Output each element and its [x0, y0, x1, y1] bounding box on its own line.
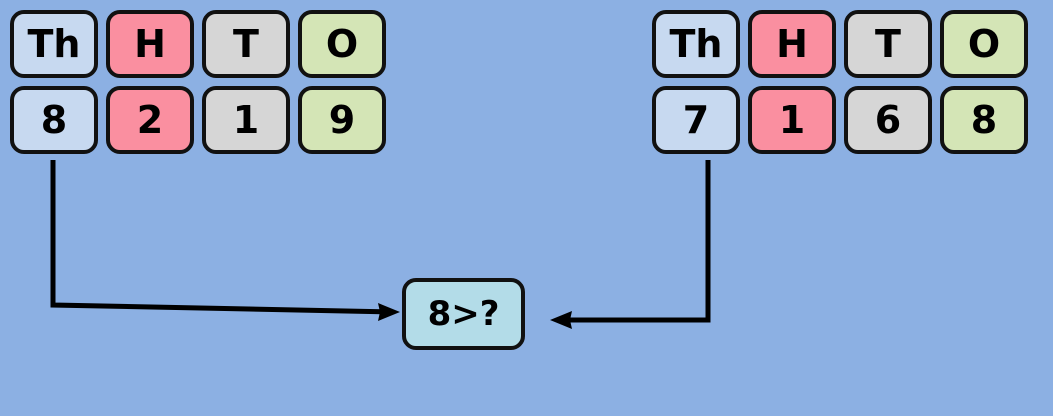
right-header-ones[interactable]: O [940, 10, 1028, 78]
left-digit-thousands[interactable]: 8 [10, 86, 98, 154]
right-connector-line [558, 160, 711, 323]
left-header-tens[interactable]: T [202, 10, 290, 78]
right-header-tens[interactable]: T [844, 10, 932, 78]
right-digit-hundreds[interactable]: 1 [748, 86, 836, 154]
left-place-value-table: Th H T O 8 2 1 9 [10, 10, 386, 154]
right-connector-arrowhead [550, 311, 572, 329]
left-connector-line [50, 160, 394, 315]
comparison-box[interactable]: 8>? [402, 278, 525, 350]
right-header-thousands[interactable]: Th [652, 10, 740, 78]
right-place-value-table: Th H T O 7 1 6 8 [652, 10, 1028, 154]
left-header-ones[interactable]: O [298, 10, 386, 78]
left-header-hundreds[interactable]: H [106, 10, 194, 78]
left-digit-tens[interactable]: 1 [202, 86, 290, 154]
right-digit-ones[interactable]: 8 [940, 86, 1028, 154]
right-digit-tens[interactable]: 6 [844, 86, 932, 154]
left-header-row: Th H T O [10, 10, 386, 78]
left-digit-hundreds[interactable]: 2 [106, 86, 194, 154]
right-digit-row: 7 1 6 8 [652, 86, 1028, 154]
right-header-row: Th H T O [652, 10, 1028, 78]
left-header-thousands[interactable]: Th [10, 10, 98, 78]
left-connector-arrowhead [378, 303, 400, 321]
left-digit-ones[interactable]: 9 [298, 86, 386, 154]
left-digit-row: 8 2 1 9 [10, 86, 386, 154]
right-header-hundreds[interactable]: H [748, 10, 836, 78]
right-digit-thousands[interactable]: 7 [652, 86, 740, 154]
